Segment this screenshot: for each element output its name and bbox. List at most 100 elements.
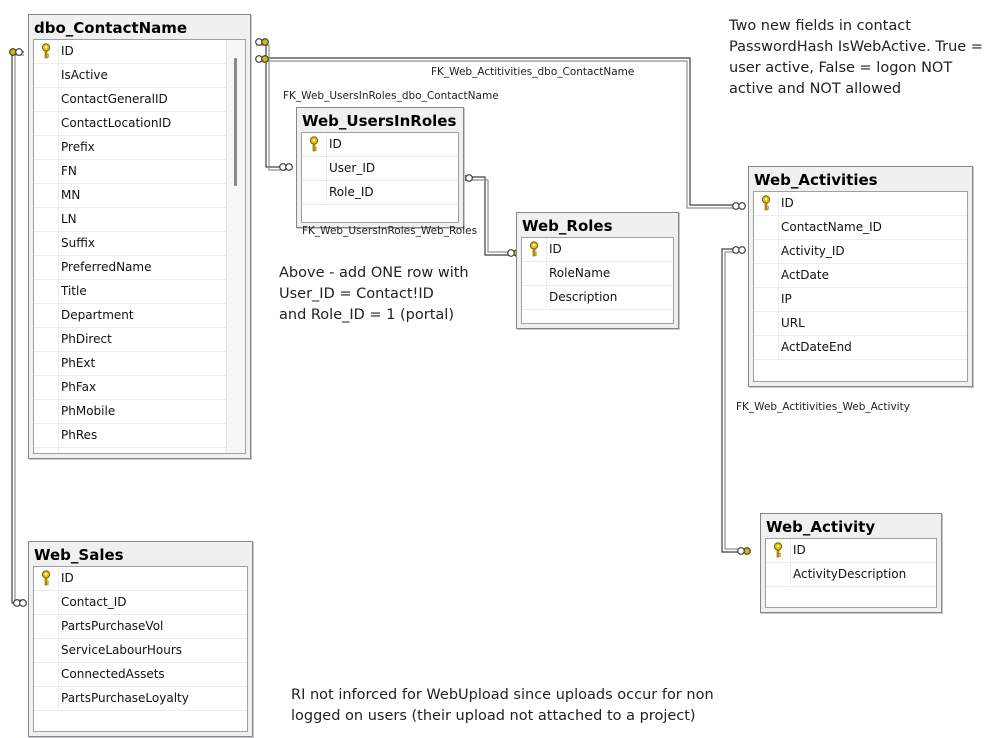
column-name: PhRes bbox=[61, 428, 98, 442]
row-selector bbox=[34, 639, 59, 661]
primary-key-icon bbox=[754, 192, 779, 214]
column-row[interactable]: Suffix bbox=[34, 232, 245, 256]
row-selector bbox=[754, 336, 779, 358]
column-row[interactable]: ID bbox=[34, 40, 245, 64]
column-row[interactable]: IP bbox=[754, 288, 967, 312]
column-name: PreferredName bbox=[61, 260, 152, 274]
column-row[interactable]: ContactName_ID bbox=[754, 216, 967, 240]
column-row[interactable]: PhExt bbox=[34, 352, 245, 376]
column-list: ID ActivityDescription bbox=[765, 538, 937, 608]
column-row[interactable]: ServiceLabourHours bbox=[34, 639, 247, 663]
column-row[interactable]: PartsPurchaseVol bbox=[34, 615, 247, 639]
column-row[interactable]: ID bbox=[754, 192, 967, 216]
scroll-thumb[interactable] bbox=[234, 58, 237, 186]
column-row[interactable]: PhFax bbox=[34, 376, 245, 400]
row-selector bbox=[34, 112, 59, 134]
column-row[interactable]: PhRes bbox=[34, 424, 245, 448]
fk-label-usersinroles-contact[interactable]: FK_Web_UsersInRoles_dbo_ContactName bbox=[283, 90, 499, 102]
row-selector bbox=[754, 240, 779, 262]
column-row[interactable]: RoleName bbox=[522, 262, 673, 286]
column-row[interactable]: ActDateEnd bbox=[754, 336, 967, 360]
row-selector bbox=[34, 184, 59, 206]
column-row[interactable]: Title bbox=[34, 280, 245, 304]
column-list: ID User_ID Role_ID bbox=[301, 132, 459, 223]
column-row[interactable]: Department bbox=[34, 304, 245, 328]
primary-key-icon bbox=[34, 567, 59, 589]
row-selector bbox=[34, 448, 59, 453]
column-row[interactable]: Contact_ID bbox=[34, 591, 247, 615]
table-web-usersinroles[interactable]: Web_UsersInRoles ID User_ID Role_ID bbox=[296, 107, 464, 228]
column-row[interactable]: Birthd... bbox=[34, 448, 245, 453]
column-row[interactable]: MN bbox=[34, 184, 245, 208]
column-row[interactable]: ContactGeneralID bbox=[34, 88, 245, 112]
column-row[interactable]: URL bbox=[754, 312, 967, 336]
table-title[interactable]: Web_Sales bbox=[34, 546, 124, 564]
column-name: ID bbox=[61, 44, 74, 58]
column-row[interactable]: Prefix bbox=[34, 136, 245, 160]
note-line: User_ID = Contact!ID bbox=[279, 286, 434, 302]
column-name: Suffix bbox=[61, 236, 95, 250]
note-line: and Role_ID = 1 (portal) bbox=[279, 307, 454, 323]
column-name: Description bbox=[549, 290, 618, 304]
column-name: ServiceLabourHours bbox=[61, 643, 183, 657]
note-line: user active, False = logon NOT bbox=[729, 60, 953, 76]
row-selector bbox=[34, 591, 59, 613]
column-row[interactable]: PreferredName bbox=[34, 256, 245, 280]
fk-label-activities-contact[interactable]: FK_Web_Actitivities_dbo_ContactName bbox=[431, 66, 635, 78]
column-row[interactable]: ID bbox=[522, 238, 673, 262]
column-row[interactable]: ID bbox=[302, 133, 458, 157]
fk-label-activities-activity[interactable]: FK_Web_Actitivities_Web_Activity bbox=[736, 401, 910, 413]
table-title[interactable]: Web_Roles bbox=[522, 217, 613, 235]
column-row[interactable]: PhDirect bbox=[34, 328, 245, 352]
table-title[interactable]: Web_Activities bbox=[754, 171, 878, 189]
column-row[interactable]: ID bbox=[34, 567, 247, 591]
table-title[interactable]: Web_UsersInRoles bbox=[302, 112, 457, 130]
column-row[interactable]: PhMobile bbox=[34, 400, 245, 424]
row-selector bbox=[302, 157, 327, 179]
note-line: active and NOT allowed bbox=[729, 81, 902, 97]
fk-label-usersinroles-roles[interactable]: FK_Web_UsersInRoles_Web_Roles bbox=[302, 225, 478, 237]
column-row[interactable]: Description bbox=[522, 286, 673, 310]
column-row[interactable]: Role_ID bbox=[302, 181, 458, 205]
column-name: LN bbox=[61, 212, 77, 226]
column-name: Birthd... bbox=[61, 448, 109, 453]
row-selector bbox=[34, 424, 59, 446]
column-name: ActivityDescription bbox=[793, 567, 907, 581]
column-row[interactable]: User_ID bbox=[302, 157, 458, 181]
column-name: User_ID bbox=[329, 161, 376, 175]
note-add-row[interactable]: Above - add ONE row with User_ID = Conta… bbox=[279, 263, 469, 326]
column-row[interactable]: ActivityDescription bbox=[766, 563, 936, 587]
table-title[interactable]: dbo_ContactName bbox=[34, 19, 188, 37]
table-web-activity[interactable]: Web_Activity ID ActivityDescription bbox=[760, 513, 942, 613]
row-selector bbox=[34, 615, 59, 637]
column-row[interactable]: LN bbox=[34, 208, 245, 232]
fk-usersinroles-contact-line bbox=[256, 41, 286, 168]
note-ri[interactable]: RI not inforced for WebUpload since uplo… bbox=[291, 685, 714, 727]
column-row[interactable]: ConnectedAssets bbox=[34, 663, 247, 687]
scrollbar[interactable] bbox=[226, 40, 245, 453]
row-selector bbox=[34, 208, 59, 230]
column-name: ActDateEnd bbox=[781, 340, 852, 354]
row-selector bbox=[522, 262, 547, 284]
column-row[interactable]: PartsPurchaseLoyalty bbox=[34, 687, 247, 711]
column-row[interactable]: FN bbox=[34, 160, 245, 184]
column-name: Department bbox=[61, 308, 134, 322]
row-selector bbox=[754, 312, 779, 334]
note-contact-fields[interactable]: Two new fields in contact PasswordHash I… bbox=[729, 16, 983, 100]
row-selector bbox=[754, 288, 779, 310]
column-name: IsActive bbox=[61, 68, 108, 82]
column-name: PhDirect bbox=[61, 332, 112, 346]
column-row[interactable]: ID bbox=[766, 539, 936, 563]
column-row[interactable]: ContactLocationID bbox=[34, 112, 245, 136]
column-row[interactable]: Activity_ID bbox=[754, 240, 967, 264]
column-row[interactable]: IsActive bbox=[34, 64, 245, 88]
table-title[interactable]: Web_Activity bbox=[766, 518, 876, 536]
column-row[interactable]: ActDate bbox=[754, 264, 967, 288]
row-selector bbox=[34, 328, 59, 350]
column-name: Prefix bbox=[61, 140, 95, 154]
